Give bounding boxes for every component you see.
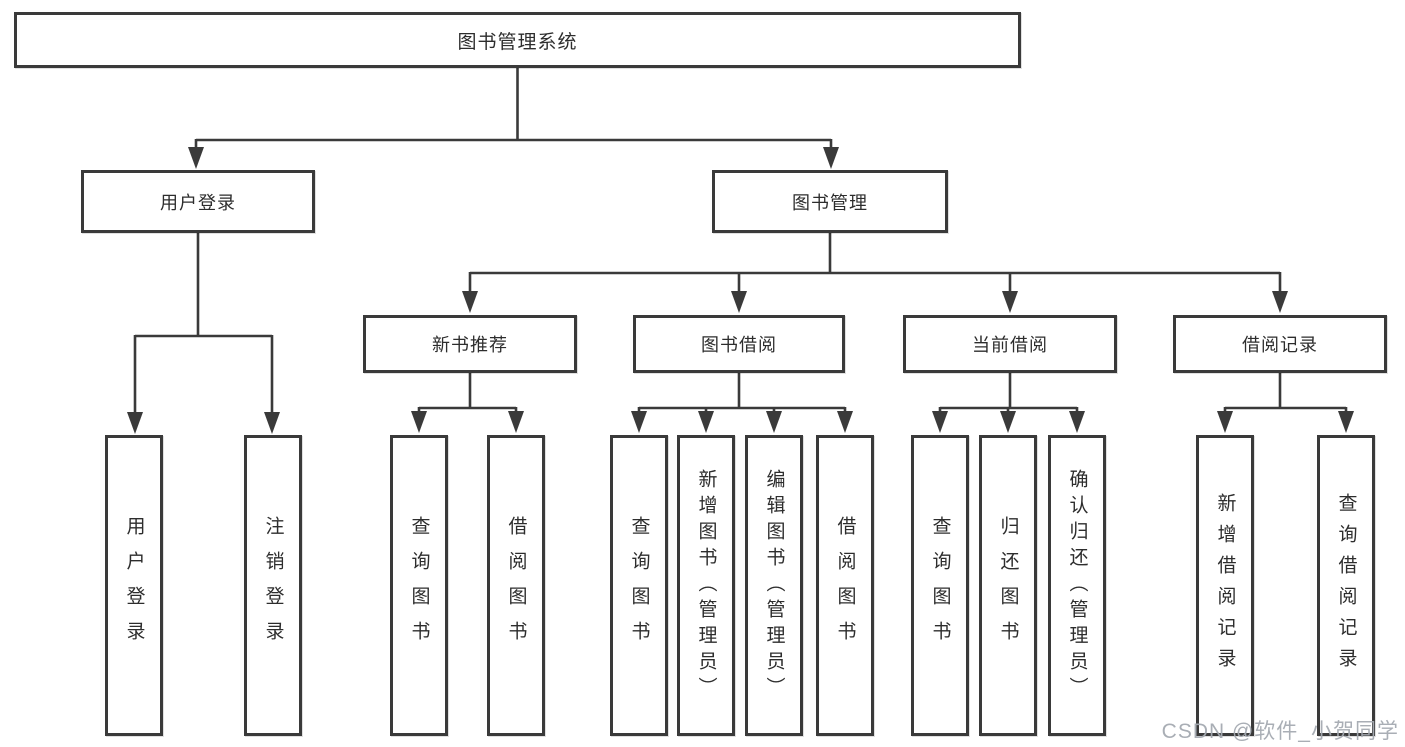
node-book-borrow: 图书借阅 bbox=[633, 315, 845, 373]
node-borrow-records: 借阅记录 bbox=[1173, 315, 1387, 373]
leaf-borrow-book-recommend: 借阅图书 bbox=[487, 435, 545, 736]
leaf-confirm-return-admin: 确认归还（管理员） bbox=[1048, 435, 1106, 736]
leaf-query-borrow-record: 查询借阅记录 bbox=[1317, 435, 1375, 736]
csdn-watermark: CSDN @软件_小贺同学 bbox=[1161, 720, 1399, 743]
node-new-book-recommend: 新书推荐 bbox=[363, 315, 577, 373]
node-current-borrow: 当前借阅 bbox=[903, 315, 1117, 373]
leaf-add-borrow-record: 新增借阅记录 bbox=[1196, 435, 1254, 736]
leaf-query-book-borrow: 查询图书 bbox=[610, 435, 668, 736]
leaf-query-book-current: 查询图书 bbox=[911, 435, 969, 736]
leaf-edit-book-admin: 编辑图书（管理员） bbox=[745, 435, 803, 736]
leaf-user-login: 用户登录 bbox=[105, 435, 163, 736]
leaf-logout: 注销登录 bbox=[244, 435, 302, 736]
leaf-borrow-book: 借阅图书 bbox=[816, 435, 874, 736]
leaf-return-book: 归还图书 bbox=[979, 435, 1037, 736]
node-book-management: 图书管理 bbox=[712, 170, 948, 233]
leaf-query-book-recommend: 查询图书 bbox=[390, 435, 448, 736]
node-user-login: 用户登录 bbox=[81, 170, 315, 233]
leaf-add-book-admin: 新增图书（管理员） bbox=[677, 435, 735, 736]
node-root: 图书管理系统 bbox=[14, 12, 1021, 68]
